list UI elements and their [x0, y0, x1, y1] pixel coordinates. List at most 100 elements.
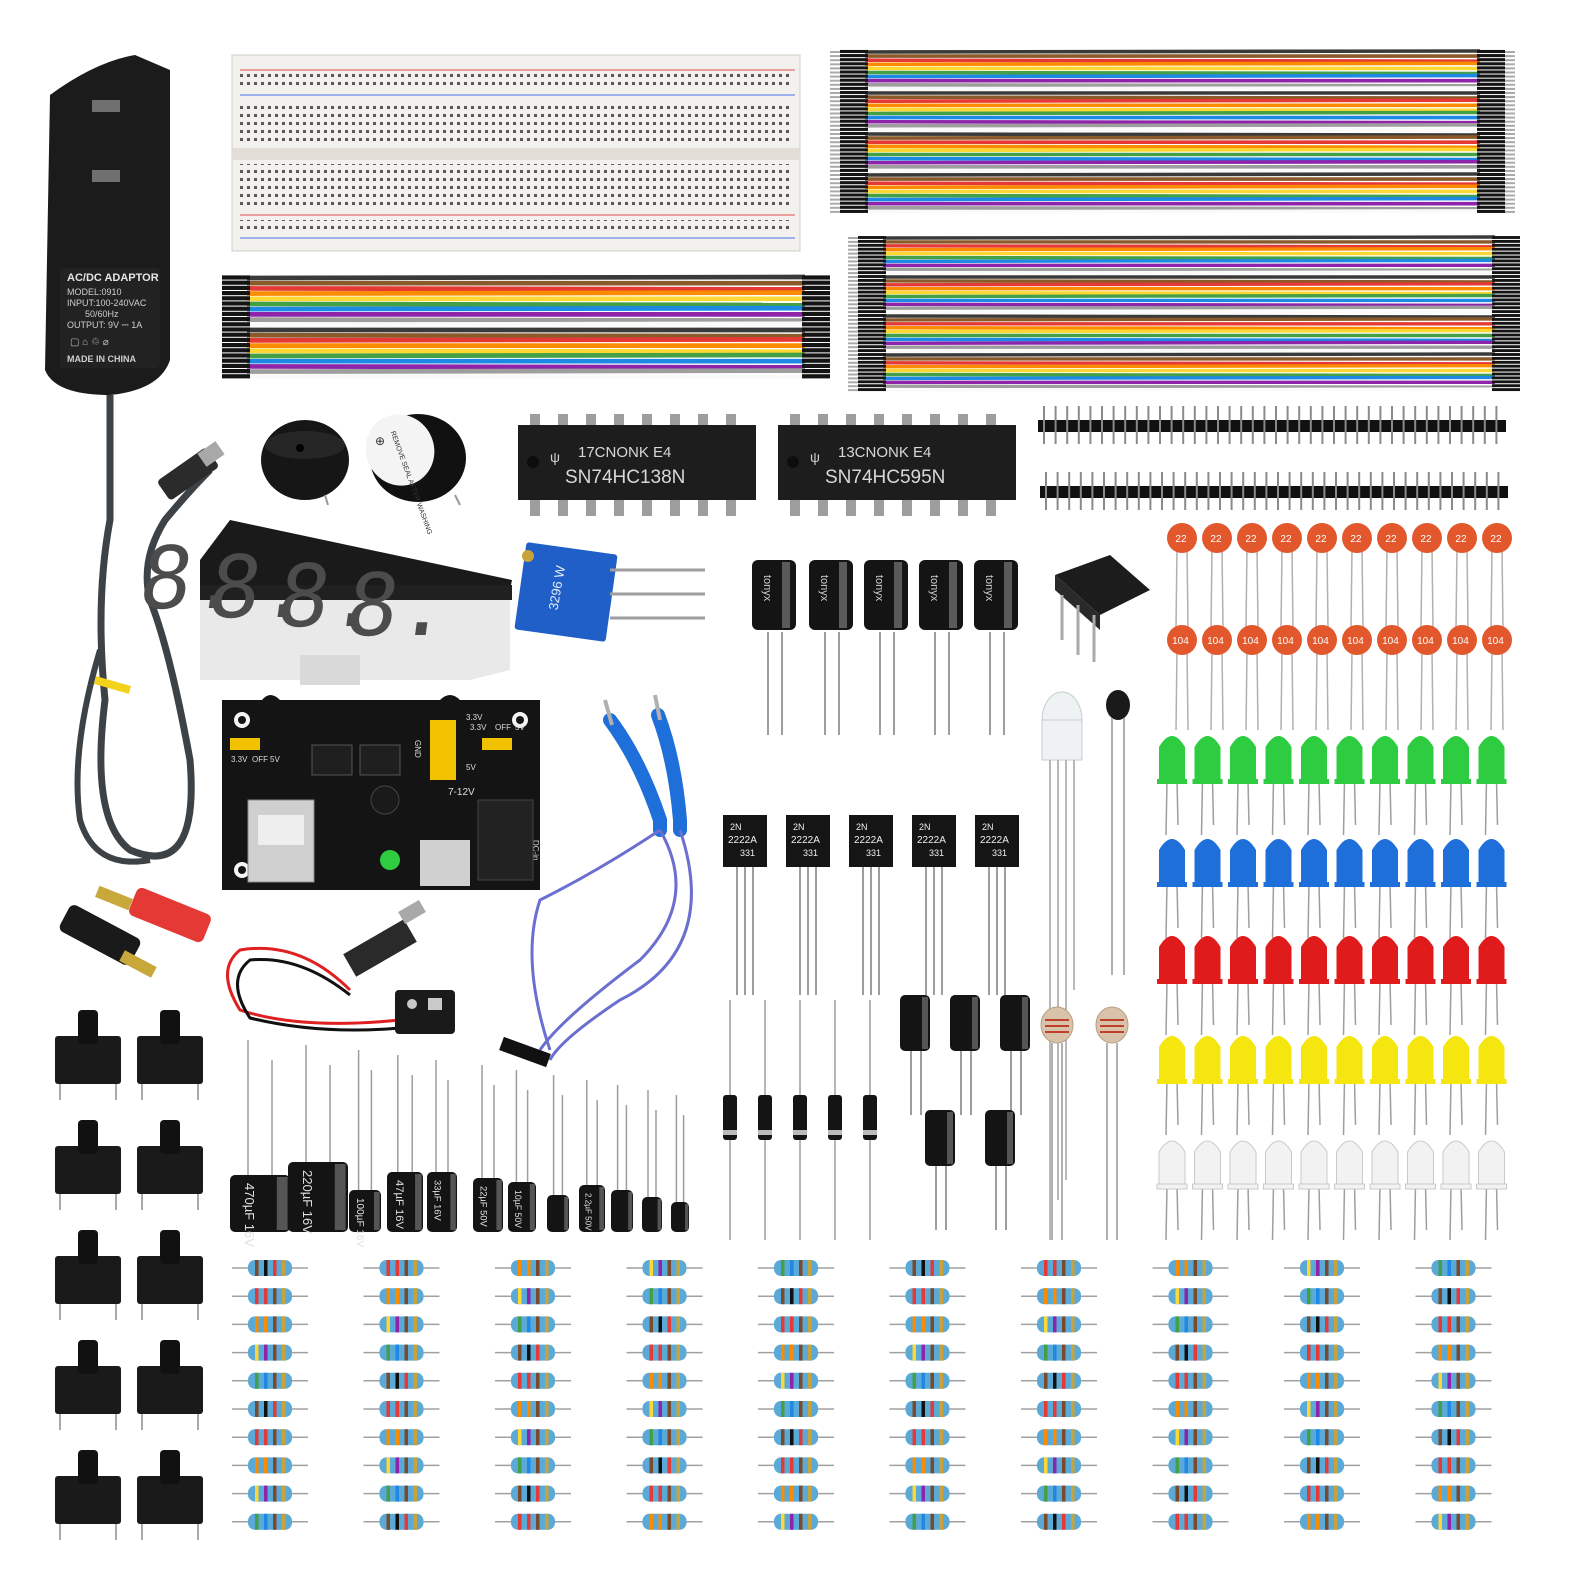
resistor-band: [1071, 1316, 1075, 1333]
resistor-band: [808, 1513, 812, 1530]
led-lead: [1449, 1079, 1452, 1136]
resistor-band: [808, 1316, 812, 1333]
resistor-band: [799, 1429, 803, 1446]
resistor-band: [1307, 1316, 1311, 1333]
male-pin: [840, 205, 868, 209]
male-pin: [1477, 123, 1505, 127]
resistor-band: [1447, 1429, 1451, 1446]
male-pin: [1477, 58, 1505, 62]
resistor-band: [1438, 1429, 1442, 1446]
resistor: [1037, 1288, 1081, 1305]
resistor: [1431, 1316, 1476, 1333]
male-pin: [858, 356, 886, 360]
resistor-band: [1175, 1401, 1179, 1417]
polarity-stripe: [894, 562, 902, 628]
female-housing: [802, 348, 830, 353]
resistor-band: [808, 1344, 812, 1361]
jumper-wire: [246, 301, 806, 308]
female-housing: [1492, 345, 1520, 349]
led-lead: [1211, 1184, 1215, 1231]
ic-sn74hc138n: 17CNONK E4 SN74HC138N ψ: [518, 414, 756, 516]
resistor-band: [386, 1260, 390, 1276]
led: [1230, 736, 1256, 783]
female-housing: [802, 358, 830, 363]
resistor-band: [649, 1485, 653, 1502]
resistor-band: [1175, 1429, 1179, 1446]
resistor-band: [1438, 1260, 1442, 1276]
resistor-band: [799, 1288, 803, 1305]
cap-lead: [1221, 547, 1224, 629]
female-housing: [1492, 310, 1520, 314]
cap-lead: [1315, 547, 1318, 629]
ic-pin: [614, 500, 624, 516]
resistor-band: [404, 1457, 408, 1474]
jumper-wire: [882, 375, 1496, 381]
transistor-label: 2222A: [728, 835, 757, 846]
female-housing: [802, 317, 830, 322]
resistor-band: [273, 1316, 277, 1333]
resistor-band: [1062, 1260, 1066, 1276]
resistor-band: [781, 1316, 785, 1333]
led: [1407, 1036, 1434, 1083]
male-pin: [858, 302, 886, 306]
led-lead: [1307, 882, 1310, 939]
photoresistors: [1040, 1006, 1129, 1240]
resistor-band: [808, 1260, 812, 1276]
resistor-band: [921, 1513, 925, 1530]
jumper-wire: [864, 196, 1481, 202]
transistor-label: 2N: [982, 822, 994, 832]
resistor-band: [1044, 1457, 1048, 1474]
resistor-band: [912, 1344, 916, 1361]
cap-lead: [1501, 547, 1504, 629]
resistor-band: [273, 1401, 277, 1417]
transistor-label: 331: [803, 848, 818, 858]
ic-pin: [530, 414, 540, 426]
resistor-band: [1456, 1372, 1460, 1389]
resistor-band: [518, 1344, 522, 1361]
resistor: [511, 1513, 555, 1530]
led-lead: [1200, 979, 1204, 1036]
led-lead: [1165, 1184, 1168, 1241]
led-rim: [1192, 779, 1223, 784]
led-lead: [1247, 779, 1250, 826]
cap-lead: [1385, 547, 1388, 629]
led: [1194, 736, 1221, 783]
cap-lead: [1431, 649, 1434, 731]
input-range-label: 7-12V: [448, 787, 475, 798]
resistor-band: [282, 1316, 286, 1333]
polarity-stripe: [1022, 997, 1028, 1049]
diode: [828, 1095, 842, 1140]
resistor-band: [264, 1316, 268, 1333]
resistor-band: [1438, 1513, 1442, 1530]
led-lead: [1424, 979, 1428, 1026]
resistor-band: [1307, 1485, 1311, 1502]
jumper-wire: [246, 332, 806, 339]
button-actuator: [78, 1120, 98, 1154]
led-rim: [1299, 979, 1329, 984]
male-pin: [1477, 140, 1505, 144]
led-lead: [1389, 1184, 1392, 1231]
resistor: [1300, 1316, 1344, 1333]
led-lead: [1342, 979, 1346, 1036]
resistor: [642, 1485, 687, 1502]
male-pin: [1477, 90, 1505, 95]
led-lead: [1307, 1079, 1310, 1136]
resistor-band: [1053, 1288, 1057, 1305]
resistor-band: [1184, 1260, 1188, 1276]
polarity-stripe: [839, 562, 847, 628]
resistor-band: [1465, 1485, 1469, 1502]
resistor: [1300, 1344, 1344, 1361]
ic-pin: [790, 414, 800, 426]
resistor-band: [658, 1344, 662, 1361]
resistor: [1168, 1260, 1213, 1276]
led-lead: [1211, 882, 1215, 929]
led: [1229, 1140, 1257, 1189]
male-pin: [1477, 148, 1505, 152]
resistor-band: [667, 1401, 671, 1417]
resistor: [1300, 1260, 1344, 1276]
led: [1443, 936, 1469, 983]
resistor-band: [1447, 1260, 1451, 1276]
button-actuator: [160, 1010, 180, 1044]
electrolytic-capacitor: [579, 1185, 605, 1232]
ceramic-capacitor: [1237, 523, 1267, 553]
